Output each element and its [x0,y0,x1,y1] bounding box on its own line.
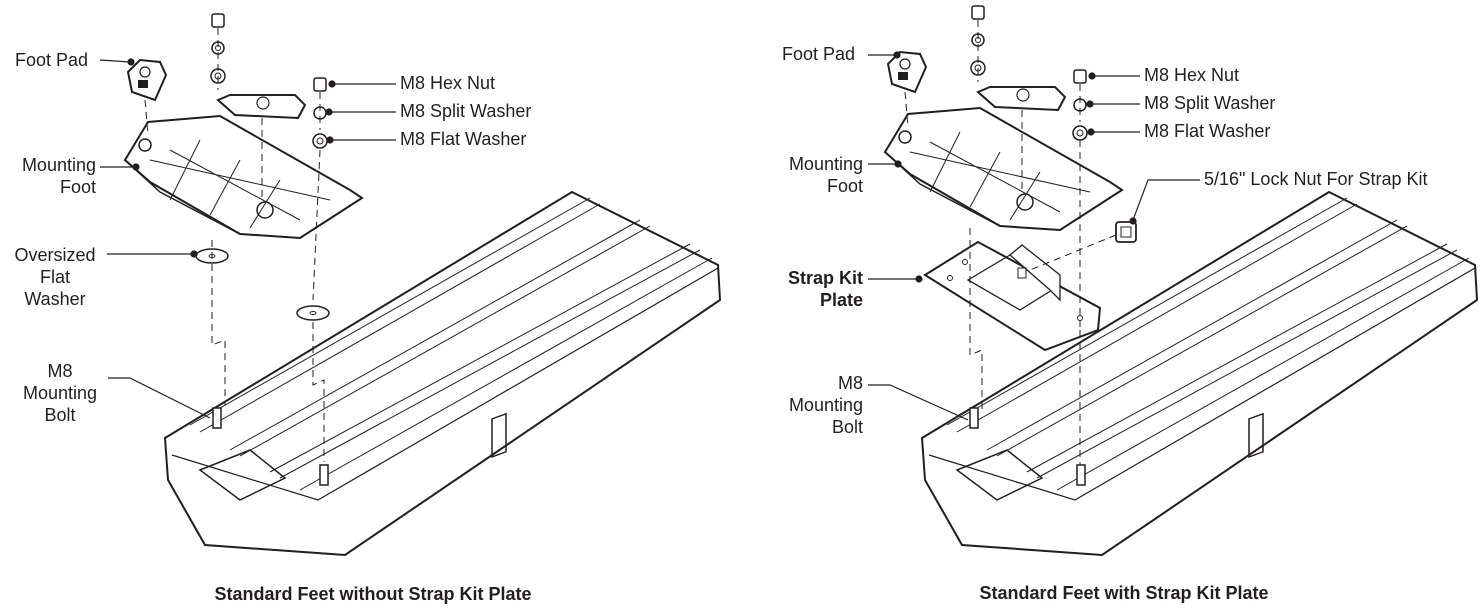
label-line: Oversized [14,245,96,265]
label-line: M8 [837,373,863,393]
label-lock-nut: 5/16" Lock Nut For Strap Kit [1204,169,1428,189]
label-line: Mounting [788,154,863,174]
label-line: Strap Kit [787,268,863,288]
label-line: Bolt [44,405,76,425]
label-flat-washer: M8 Flat Washer [1144,121,1271,141]
label-foot-pad: Foot Pad [15,50,89,70]
label-line: Flat [39,267,70,287]
label-split-washer: M8 Split Washer [400,101,532,121]
label-split-washer: M8 Split Washer [1144,93,1276,113]
label-line: Foot [826,176,863,196]
right-panel-art [868,5,1478,556]
left-panel-art [99,13,721,556]
label-line: Washer [24,289,86,309]
label-hex-nut: M8 Hex Nut [1144,65,1240,85]
label-line: Mounting [22,383,98,403]
label-line: Plate [819,290,863,310]
caption-left: Standard Feet without Strap Kit Plate [214,584,532,604]
label-line: Mounting [788,395,863,415]
caption-right: Standard Feet with Strap Kit Plate [979,583,1269,603]
label-line: Foot [59,177,96,197]
label-line: M8 [47,361,73,381]
label-line: Mounting [21,155,96,175]
label-foot-pad: Foot Pad [782,44,856,64]
label-line: Bolt [831,417,863,437]
label-hex-nut: M8 Hex Nut [400,73,496,93]
label-flat-washer: M8 Flat Washer [400,129,527,149]
